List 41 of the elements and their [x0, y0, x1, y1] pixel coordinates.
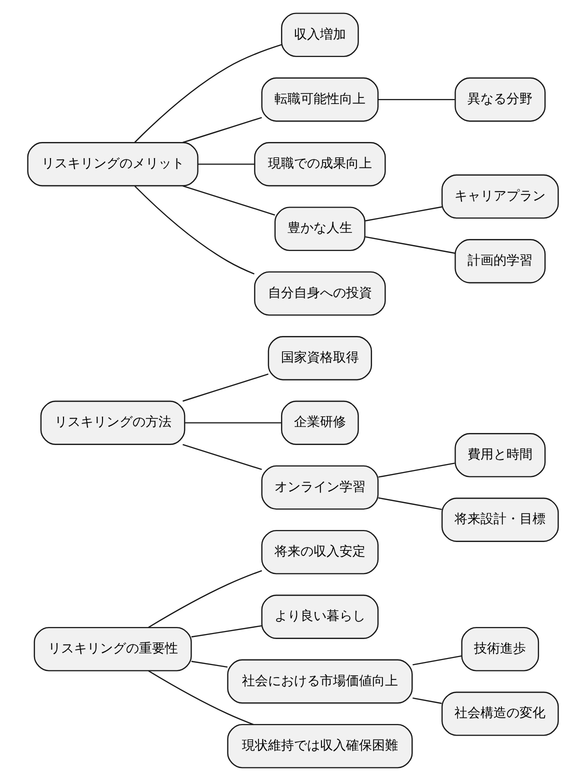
- connector: [412, 655, 462, 666]
- connector: [185, 422, 282, 424]
- node-box: 計画的学習: [454, 239, 546, 284]
- connector: [182, 116, 262, 144]
- connector: [134, 44, 282, 143]
- node-box: リスキリングの方法: [40, 400, 186, 445]
- node-box: 将来設計・目標: [441, 498, 559, 542]
- connector: [378, 98, 455, 100]
- connector: [148, 670, 254, 726]
- node-box: 豊かな人生: [274, 206, 366, 251]
- node-box: 将来の収入安定: [261, 530, 379, 574]
- node-box: リスキリングのメリット: [27, 142, 198, 186]
- connector: [182, 185, 276, 216]
- connector: [364, 236, 456, 254]
- node-box: 異なる分野: [454, 77, 546, 122]
- node-box: 社会における市場価値向上: [227, 659, 413, 704]
- connector: [191, 625, 262, 638]
- node-box: 費用と時間: [454, 433, 546, 478]
- connector: [182, 444, 262, 470]
- connector: [134, 186, 254, 274]
- node-box: より良い暮らし: [261, 594, 379, 639]
- connector: [198, 164, 254, 165]
- connector: [364, 206, 442, 222]
- node-box: キャリアプラン: [441, 174, 559, 219]
- node-box: 収入増加: [281, 12, 359, 58]
- node-box: 自分自身への投資: [254, 271, 386, 316]
- node-box: 現状維持では収入確保困難: [227, 724, 413, 768]
- connector: [378, 462, 455, 478]
- connector: [182, 374, 268, 402]
- connector: [378, 497, 442, 510]
- node-box: オンライン学習: [261, 465, 379, 510]
- node-box: 企業研修: [281, 400, 359, 445]
- node-box: 転職可能性向上: [261, 77, 379, 122]
- node-box: 国家資格取得: [268, 336, 372, 380]
- node-box: リスキリングの重要性: [34, 626, 192, 672]
- connector: [191, 660, 228, 668]
- connector: [148, 570, 262, 628]
- node-box: 社会構造の変化: [441, 692, 559, 736]
- connector: [412, 698, 442, 704]
- node-box: 技術進歩: [461, 626, 540, 672]
- node-box: 現職での成果向上: [254, 142, 386, 186]
